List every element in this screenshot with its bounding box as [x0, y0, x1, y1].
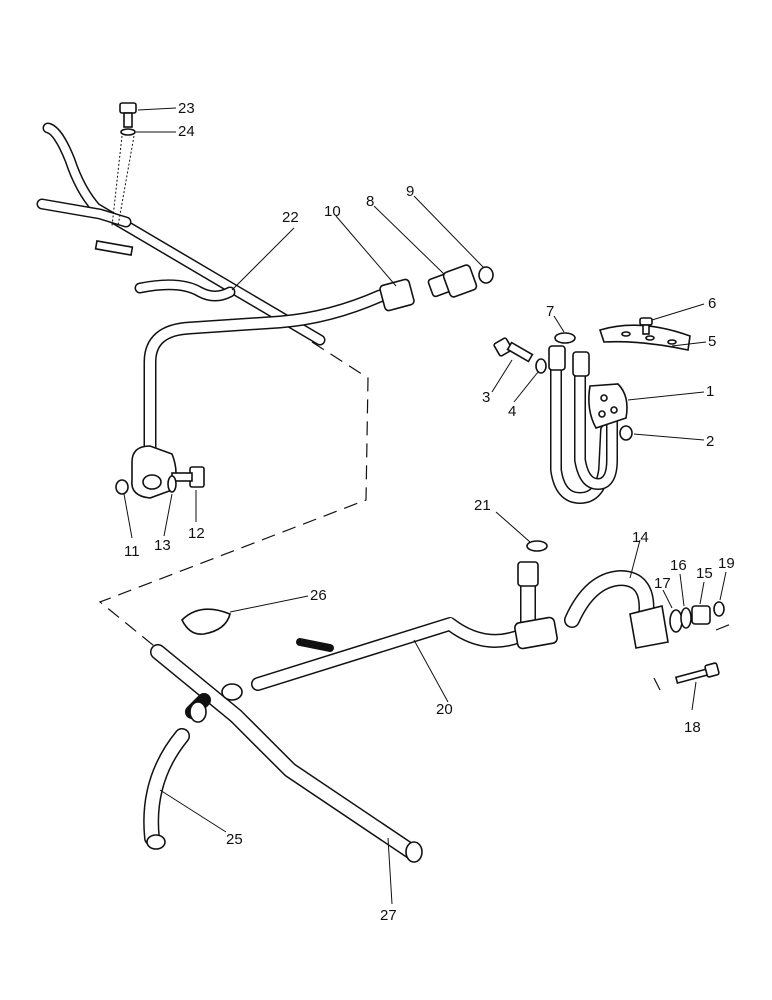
nut-10: [379, 278, 415, 312]
callout-2: 2: [706, 433, 714, 450]
washer-13: [167, 475, 177, 493]
callout-21: 21: [474, 497, 491, 514]
o-ring-9: [478, 266, 494, 284]
washer-24: [120, 128, 136, 136]
callout-7: 7: [546, 303, 554, 320]
o-ring-11: [115, 479, 129, 495]
callout-5: 5: [708, 333, 716, 350]
fitting-15: [691, 605, 711, 625]
callout-27: 27: [380, 907, 397, 924]
o-ring-21: [526, 540, 548, 552]
callout-9: 9: [406, 183, 414, 200]
callout-25: 25: [226, 831, 243, 848]
plate-5: [598, 324, 691, 351]
callout-16: 16: [670, 557, 687, 574]
clip-26: [181, 608, 231, 636]
callout-18: 18: [684, 719, 701, 736]
callout-19: 19: [718, 555, 735, 572]
callout-12: 12: [188, 525, 205, 542]
screw-6: [639, 317, 653, 335]
washer-16: [680, 607, 692, 629]
bolt-18: [674, 662, 720, 685]
pipe-27: [150, 644, 423, 863]
callout-23: 23: [178, 100, 195, 117]
bolt-12: [171, 466, 205, 488]
pipe-20: [251, 561, 558, 691]
fitting-8: [427, 264, 478, 298]
callout-4: 4: [508, 403, 516, 420]
callout-15: 15: [696, 565, 713, 582]
pipe-22: [36, 122, 403, 499]
callout-20: 20: [436, 701, 453, 718]
bolt-23: [119, 102, 137, 128]
callout-24: 24: [178, 123, 195, 140]
callout-6: 6: [708, 295, 716, 312]
callout-26: 26: [310, 587, 327, 604]
callout-14: 14: [632, 529, 649, 546]
washer-4: [535, 358, 547, 374]
callout-11: 11: [124, 543, 140, 560]
o-ring-7: [554, 332, 576, 344]
o-ring-19: [713, 601, 725, 617]
nut-17: [669, 609, 683, 633]
hose-25: [143, 728, 190, 850]
pipe-assembly-1: [548, 345, 628, 504]
callout-10: 10: [324, 203, 341, 220]
hose-14: [564, 570, 669, 649]
callout-22: 22: [282, 209, 299, 226]
callout-8: 8: [366, 193, 374, 210]
callout-1: 1: [706, 383, 714, 400]
leader-lines: [123, 107, 727, 905]
o-ring-2: [619, 425, 633, 441]
callout-13: 13: [154, 537, 171, 554]
callout-17: 17: [654, 575, 671, 592]
callout-3: 3: [482, 389, 490, 406]
bolt-3: [493, 337, 534, 363]
